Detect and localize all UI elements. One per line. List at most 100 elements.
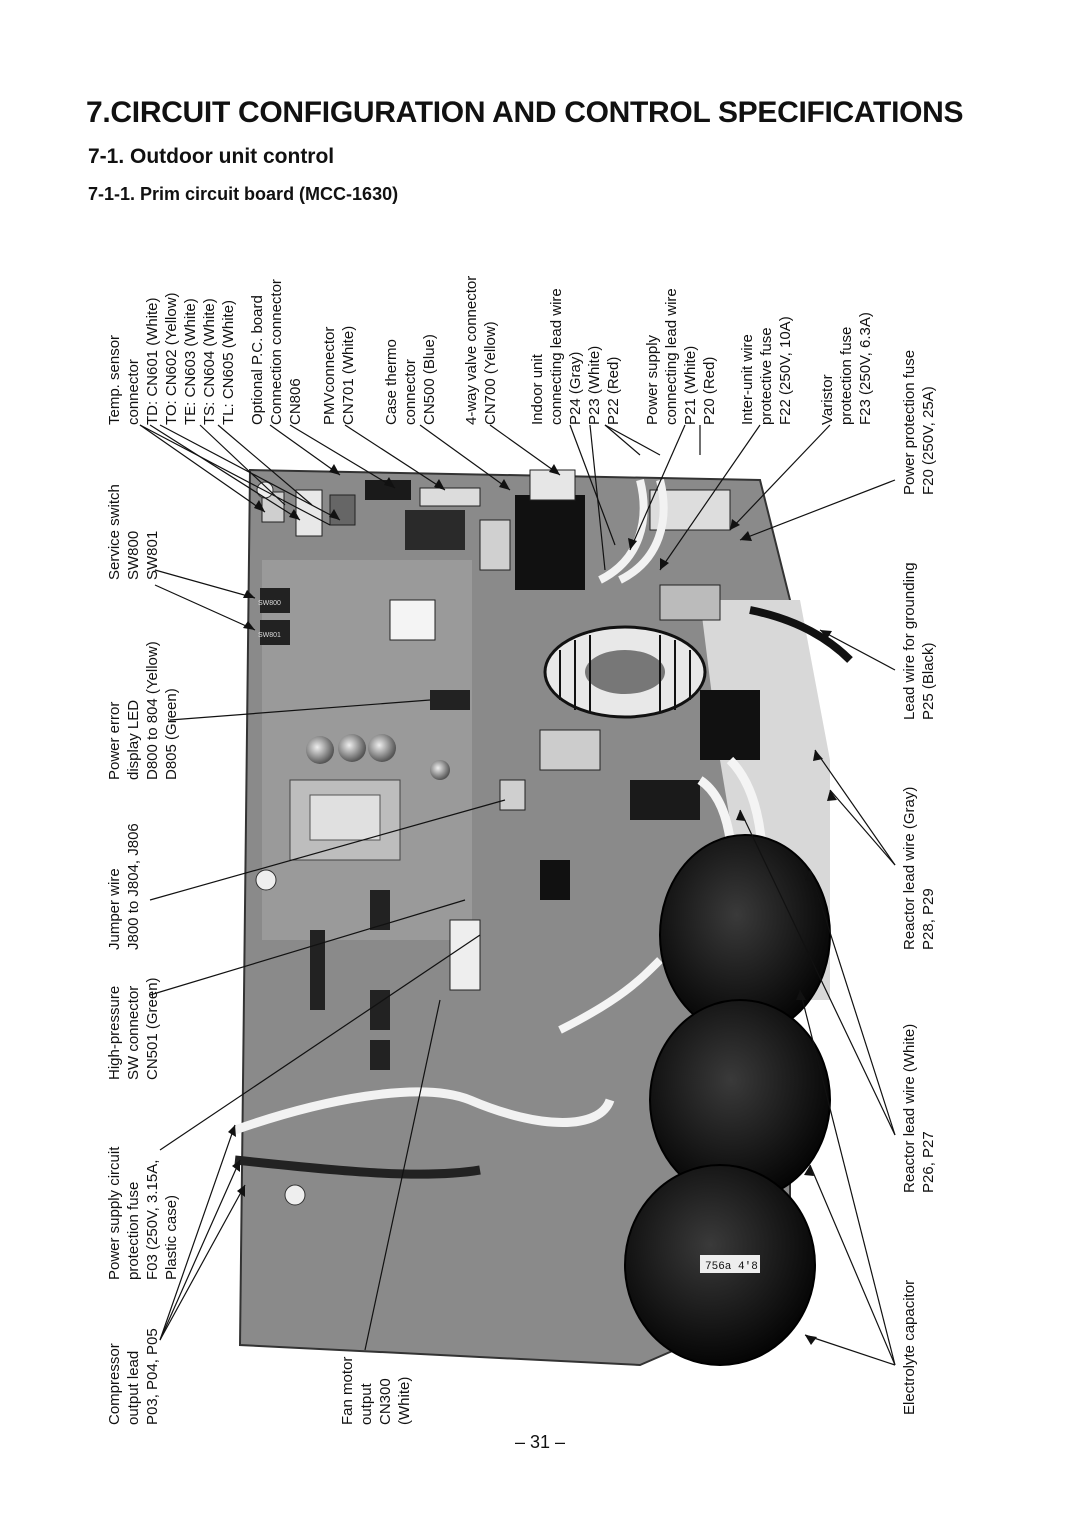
capacitor-code: 756а 4'8 bbox=[705, 1261, 758, 1273]
section-heading: 7-1. Outdoor unit control bbox=[88, 145, 335, 168]
label-line: connector bbox=[125, 359, 142, 425]
label-line: F03 (250V, 3.15A, bbox=[144, 1159, 161, 1280]
fan-motor-connector bbox=[449, 919, 481, 991]
label-line: output lead bbox=[125, 1350, 142, 1425]
label-line: output bbox=[358, 1383, 375, 1425]
label-line: TS: CN604 (White) bbox=[201, 298, 218, 425]
label-line: display LED bbox=[125, 699, 142, 780]
page-number: – 31 – bbox=[514, 1432, 566, 1452]
label-varistor-fuse: Varistor protection fuse F23 (250V, 6.3A… bbox=[818, 312, 875, 425]
label-line: Temp. sensor bbox=[106, 334, 123, 425]
label-line: P24 (Gray) bbox=[567, 351, 584, 425]
arrow-heads bbox=[228, 464, 837, 1345]
label-line: Indoor unit bbox=[529, 354, 546, 425]
label-line: protection fuse bbox=[125, 1181, 142, 1280]
label-line: Optional P.C. board bbox=[249, 295, 266, 425]
sw801-silk: SW801 bbox=[258, 632, 281, 639]
circuit-board-photo: SW800 SW801 bbox=[233, 468, 853, 1367]
label-line: CN701 (White) bbox=[340, 325, 357, 425]
label-line: TO: CN602 (Yellow) bbox=[163, 292, 180, 425]
label-line: connector bbox=[402, 359, 419, 425]
label-line: CN806 bbox=[287, 378, 304, 425]
label-fan-motor: Fan motor output CN300 (White) bbox=[338, 1357, 414, 1425]
label-power-supply-lead: Power supply connecting lead wire P21 (W… bbox=[643, 288, 719, 425]
label-line: F23 (250V, 6.3A) bbox=[857, 312, 874, 425]
label-line: SW connector bbox=[125, 985, 142, 1080]
label-line: Plastic case) bbox=[163, 1194, 180, 1280]
label-line: CN700 (Yellow) bbox=[482, 321, 499, 425]
label-line: F22 (250V, 10A) bbox=[777, 316, 794, 425]
label-line: Electrolyte capacitor bbox=[901, 1279, 918, 1415]
label-line: Varistor bbox=[819, 374, 836, 425]
label-4way-valve: 4-way valve connector CN700 (Yellow) bbox=[462, 276, 500, 425]
label-line: Connection connector bbox=[268, 279, 285, 425]
label-indoor-unit-lead: Indoor unit connecting lead wire P24 (Gr… bbox=[528, 288, 623, 425]
label-line: TD: CN601 (White) bbox=[144, 297, 161, 425]
label-grounding-lead: Lead wire for grounding P25 (Black) bbox=[900, 562, 938, 720]
label-line: Service switch bbox=[106, 484, 123, 580]
label-line: connecting lead wire bbox=[548, 288, 565, 425]
label-service-switch: Service switch SW800 SW801 bbox=[105, 484, 162, 580]
label-line: CN500 (Blue) bbox=[421, 334, 438, 425]
label-line: CN300 bbox=[377, 1378, 394, 1425]
label-line: PMVconnector bbox=[321, 326, 338, 425]
label-line: Inter-unit wire bbox=[739, 334, 756, 425]
label-line: TL: CN605 (White) bbox=[220, 299, 237, 425]
label-line: Jumper wire bbox=[106, 868, 123, 950]
sw800-silk: SW800 bbox=[258, 600, 281, 607]
label-line: connecting lead wire bbox=[663, 288, 680, 425]
label-pmv-connector: PMVconnector CN701 (White) bbox=[320, 326, 358, 425]
label-line: Case thermo bbox=[383, 339, 400, 425]
label-line: P22 (Red) bbox=[605, 356, 622, 425]
label-ps-circuit-fuse: Power supply circuit protection fuse F03… bbox=[105, 1147, 181, 1280]
label-case-thermo: Case thermo connector CN500 (Blue) bbox=[382, 334, 439, 425]
subsection-heading: 7-1-1. Prim circuit board (MCC-1630) bbox=[88, 184, 399, 204]
label-line: D805 (Green) bbox=[163, 688, 180, 780]
label-line: protection fuse bbox=[838, 326, 855, 425]
page-title: 7.CIRCUIT CONFIGURATION AND CONTROL SPEC… bbox=[86, 96, 964, 129]
label-line: P28, P29 bbox=[920, 888, 937, 950]
label-optional-pc-board: Optional P.C. board Connection connector… bbox=[248, 279, 305, 425]
label-line: TE: CN603 (White) bbox=[182, 298, 199, 425]
label-line: Power error bbox=[106, 701, 123, 780]
label-reactor-gray: Reactor lead wire (Gray) P28, P29 bbox=[900, 787, 938, 950]
label-line: SW801 bbox=[144, 530, 161, 580]
leader-lines bbox=[139, 424, 896, 1366]
label-reactor-white: Reactor lead wire (White) P26, P27 bbox=[900, 1024, 938, 1193]
label-line: Reactor lead wire (Gray) bbox=[901, 786, 918, 950]
label-line: F20 (250V, 25A) bbox=[920, 386, 937, 495]
label-power-error-led: Power error display LED D800 to 804 (Yel… bbox=[105, 641, 181, 780]
label-line: Fan motor bbox=[339, 1356, 356, 1425]
label-line: P03, P04, P05 bbox=[144, 1328, 161, 1425]
label-line: P25 (Black) bbox=[920, 642, 937, 720]
label-line: P21 (White) bbox=[682, 345, 699, 425]
label-line: P23 (White) bbox=[586, 345, 603, 425]
label-line: Reactor lead wire (White) bbox=[901, 1023, 918, 1193]
jumper-block bbox=[499, 779, 526, 811]
label-line: Compressor bbox=[106, 1343, 123, 1425]
label-inter-unit-fuse: Inter-unit wire protective fuse F22 (250… bbox=[738, 316, 795, 425]
label-compressor-lead: Compressor output lead P03, P04, P05 bbox=[105, 1328, 162, 1425]
electrolyte-capacitors: 756а 4'8 bbox=[624, 834, 831, 1366]
label-jumper-wire: Jumper wire J800 to J804, J806 bbox=[105, 823, 143, 950]
label-power-protection-fuse: Power protection fuse F20 (250V, 25A) bbox=[900, 350, 938, 495]
label-line: CN501 (Green) bbox=[144, 977, 161, 1080]
label-line: Power supply bbox=[644, 334, 661, 425]
label-electrolyte-capacitor: Electrolyte capacitor bbox=[900, 1280, 919, 1415]
label-line: P20 (Red) bbox=[701, 356, 718, 425]
label-high-pressure: High-pressure SW connector CN501 (Green) bbox=[105, 977, 162, 1080]
label-line: Power protection fuse bbox=[901, 349, 918, 495]
label-line: J800 to J804, J806 bbox=[125, 823, 142, 950]
sw801-switch bbox=[260, 620, 290, 645]
label-line: P26, P27 bbox=[920, 1131, 937, 1193]
label-line: High-pressure bbox=[106, 985, 123, 1080]
label-line: protective fuse bbox=[758, 327, 775, 425]
label-line: SW800 bbox=[125, 530, 142, 580]
led-array bbox=[430, 690, 470, 710]
label-line: D800 to 804 (Yellow) bbox=[144, 641, 161, 780]
label-temp-sensor: Temp. sensor connector TD: CN601 (White)… bbox=[105, 292, 238, 425]
label-line: Power supply circuit bbox=[106, 1146, 123, 1280]
label-line: (White) bbox=[396, 1376, 413, 1425]
sw800-switch bbox=[260, 588, 290, 613]
